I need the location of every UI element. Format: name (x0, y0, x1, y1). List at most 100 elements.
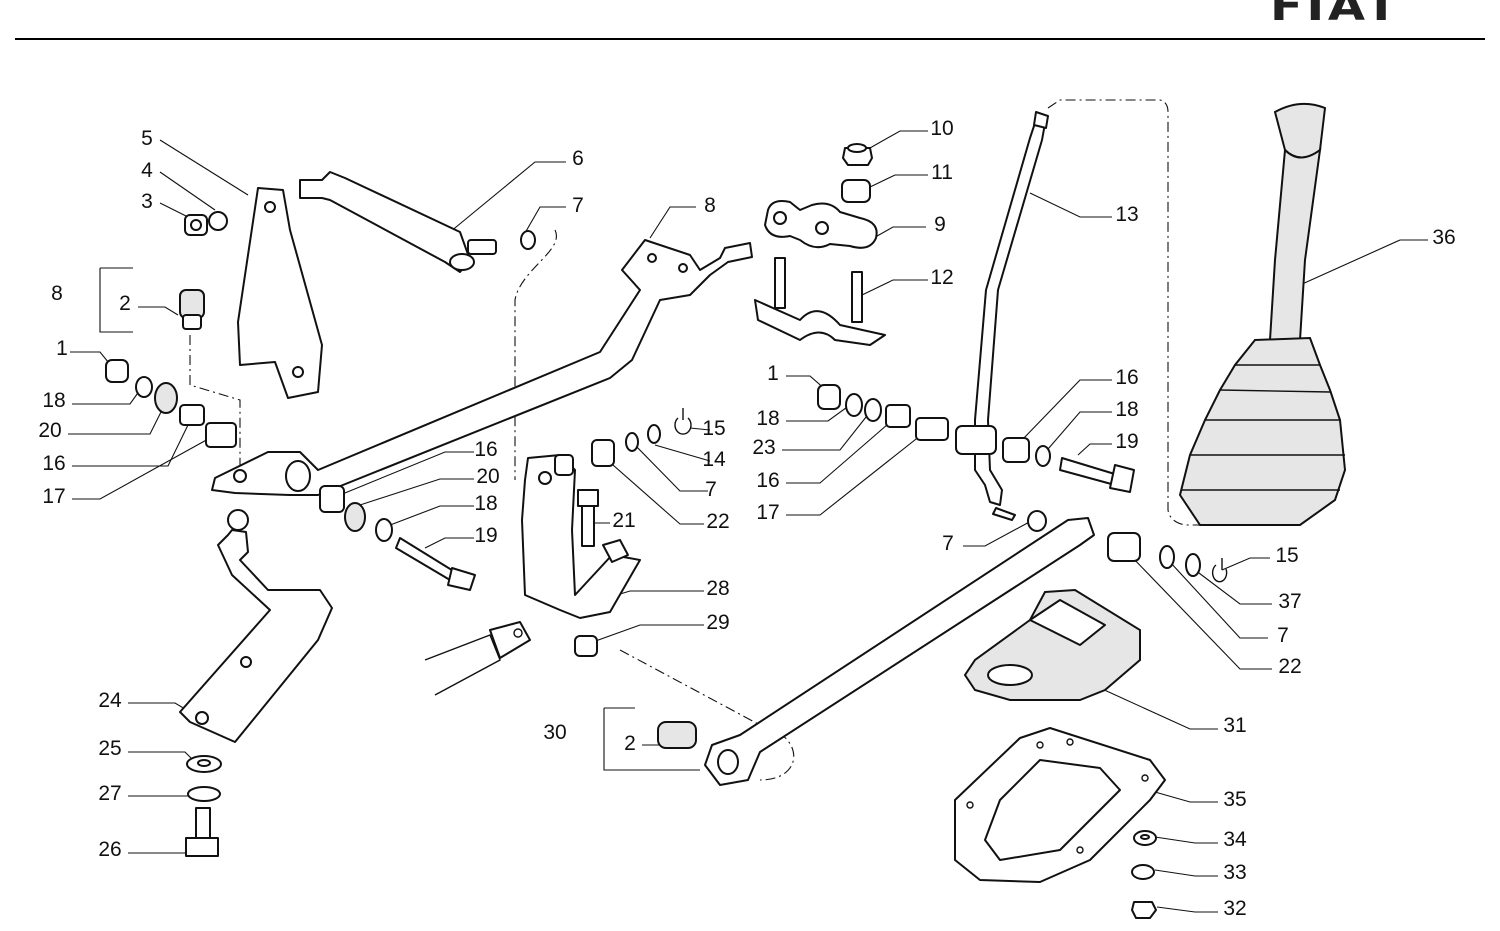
part-7-washer (625, 432, 639, 452)
callout-20: 20 (38, 419, 61, 442)
callout-31: 31 (1223, 714, 1246, 737)
part-27-spring-washer (187, 786, 221, 802)
callout-29: 29 (706, 611, 729, 634)
callout-19: 19 (1115, 430, 1138, 453)
callout-25: 25 (98, 737, 121, 760)
part-8-selector-shaft (211, 239, 753, 496)
part-24-lever-arm (179, 509, 333, 743)
part-34-washer (1133, 830, 1157, 846)
callout-18: 18 (1115, 398, 1138, 421)
part-22-bushing (1107, 532, 1141, 562)
part-3-nut (184, 214, 208, 236)
callout-12: 12 (930, 266, 953, 289)
part-10-nut (842, 143, 873, 166)
callout-18: 18 (42, 389, 65, 412)
callout-33: 33 (1223, 861, 1246, 884)
part-33-spring-washer (1131, 864, 1155, 880)
callout-16: 16 (1115, 366, 1138, 389)
part-4-clip (208, 211, 228, 231)
callout-2: 2 (624, 732, 636, 755)
part-13-gear-rod (974, 111, 1049, 521)
callout-26: 26 (98, 838, 121, 861)
callout-17: 17 (42, 485, 65, 508)
callout-19: 19 (474, 524, 497, 547)
part-15-clip (1211, 558, 1228, 583)
callout-37: 37 (1278, 590, 1301, 613)
part-32-nut (1131, 901, 1157, 919)
callout-18: 18 (474, 492, 497, 515)
part-31-housing (963, 588, 1141, 701)
part-7-washer (1027, 510, 1047, 532)
part-9-link (764, 200, 878, 249)
callout-28: 28 (706, 577, 729, 600)
brand-logo: FIAT (1270, 0, 1402, 30)
cylinder-ghost (424, 621, 531, 696)
callout-8: 8 (704, 194, 716, 217)
callout-35: 35 (1223, 788, 1246, 811)
part-22-bushing (591, 439, 615, 467)
callout-14: 14 (702, 448, 726, 471)
callout-7: 7 (942, 532, 954, 555)
callout-13: 13 (1115, 203, 1138, 226)
callout-36: 36 (1432, 226, 1455, 249)
callout-7: 7 (705, 478, 717, 501)
callout-8: 8 (51, 282, 63, 305)
callout-6: 6 (572, 147, 584, 170)
assembly-lines (189, 99, 1200, 781)
callout-17: 17 (756, 501, 779, 524)
part-29-nut (574, 635, 598, 657)
callout-24: 24 (98, 689, 122, 712)
callout-16: 16 (42, 452, 65, 475)
part-21-bolt (577, 489, 599, 547)
callout-1: 1 (56, 337, 68, 360)
callout-11: 11 (931, 161, 953, 184)
right-bushing-stack (817, 384, 1135, 493)
callout-5: 5 (141, 127, 153, 150)
part-7-washer (520, 230, 536, 250)
callout-18: 18 (756, 407, 779, 430)
part-14-washer (647, 424, 661, 444)
callout-32: 32 (1223, 897, 1246, 920)
part-37-washer (1185, 553, 1201, 577)
part-7-washer (1159, 545, 1175, 569)
callout-3: 3 (141, 190, 153, 213)
callout-15: 15 (702, 417, 725, 440)
part-26-bolt (185, 807, 219, 857)
part-35-plate (954, 727, 1166, 883)
callout-9: 9 (934, 213, 946, 236)
left-bushing-stack (105, 359, 237, 448)
callout-16: 16 (474, 438, 497, 461)
callout-16: 16 (756, 469, 779, 492)
callout-30: 30 (543, 721, 566, 744)
part-6-link-rod (299, 171, 497, 273)
part-2-cap (657, 721, 697, 749)
callout-22: 22 (1278, 655, 1301, 678)
callout-21: 21 (612, 509, 635, 532)
callout-27: 27 (98, 782, 121, 805)
part-11-spacer (841, 179, 871, 203)
part-30-rod (704, 517, 1095, 786)
part-36-boot (1178, 102, 1347, 526)
leader-lines (68, 130, 1428, 913)
part-12-saddle (754, 257, 886, 346)
part-2-cap (179, 289, 205, 330)
part-25-washer (186, 755, 222, 773)
part-5-bracket (237, 187, 323, 399)
callout-7: 7 (572, 194, 584, 217)
callout-10: 10 (930, 117, 953, 140)
callout-15: 15 (1275, 544, 1298, 567)
callout-23: 23 (752, 436, 775, 459)
mid-bushing-stack (319, 485, 476, 591)
part-15-clip (674, 408, 692, 435)
header-rule (15, 38, 1485, 40)
part-28-bracket (521, 454, 641, 619)
callout-1: 1 (767, 362, 779, 385)
callout-22: 22 (706, 510, 729, 533)
callout-4: 4 (141, 159, 153, 182)
callout-34: 34 (1223, 828, 1247, 851)
callout-2: 2 (119, 292, 131, 315)
callout-7: 7 (1277, 624, 1289, 647)
